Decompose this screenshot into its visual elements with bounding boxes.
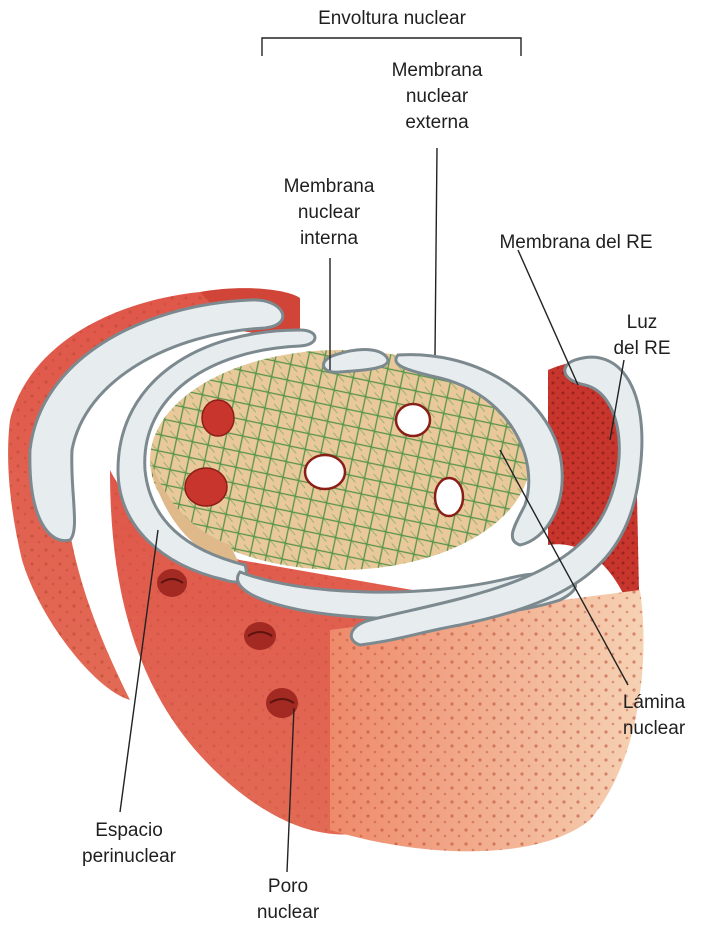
envoltura-bracket xyxy=(262,38,521,56)
label-luz-del-re: Luz del RE xyxy=(604,310,680,362)
leader-membrana-re xyxy=(518,250,578,385)
label-lamina-nuclear: Lámina nuclear xyxy=(604,690,704,742)
label-envoltura-nuclear: Envoltura nuclear xyxy=(270,6,514,32)
leader-membrana-externa xyxy=(435,148,437,355)
label-membrana-del-re: Membrana del RE xyxy=(486,230,666,256)
label-membrana-nuclear-externa: Membrana nuclear externa xyxy=(370,58,504,136)
label-espacio-perinuclear: Espacio perinuclear xyxy=(66,818,192,870)
label-membrana-nuclear-interna: Membrana nuclear interna xyxy=(262,174,396,252)
label-poro-nuclear: Poro nuclear xyxy=(242,874,334,926)
